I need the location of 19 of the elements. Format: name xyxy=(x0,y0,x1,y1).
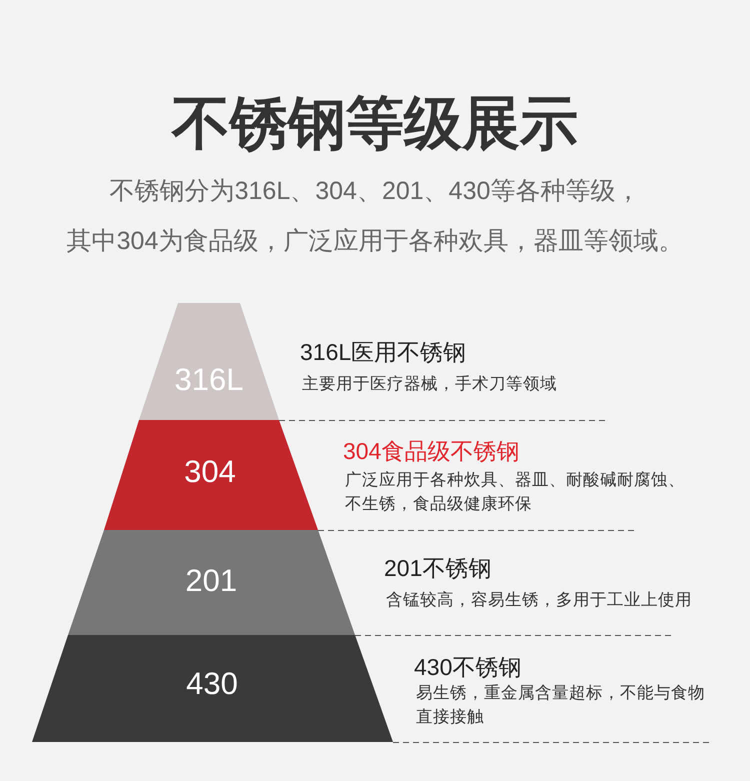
tier-label: 316L xyxy=(174,362,244,398)
tier-label: 430 xyxy=(186,666,238,702)
tier-description: 主要用于医疗器械，手术刀等领域 xyxy=(302,374,557,395)
pyramid-tier xyxy=(104,420,318,530)
tier-description: 广泛应用于各种炊具、器皿、耐酸碱耐腐蚀、不生锈，食品级健康环保 xyxy=(345,470,686,515)
tier-heading: 304食品级不锈钢 xyxy=(343,437,520,465)
pyramid-tier xyxy=(32,635,393,742)
tier-description: 易生锈，重金属含量超标，不能与食物直接接触 xyxy=(416,683,706,728)
pyramid-tier xyxy=(68,530,355,635)
tier-heading: 316L医用不锈钢 xyxy=(300,338,466,366)
tier-label: 304 xyxy=(184,454,236,490)
subtitle-text: 其中304为食品级，广泛应用于各种欢具，器皿等领域。 xyxy=(66,226,684,257)
tier-label: 201 xyxy=(185,563,238,599)
subtitle-text: 不锈钢分为316L、304、201、430等各种等级， xyxy=(110,176,640,207)
pyramid-tier xyxy=(139,303,279,420)
tier-heading: 430不锈钢 xyxy=(414,653,522,681)
tier-description: 含锰较高，容易生锈，多用于工业上使用 xyxy=(386,590,692,611)
tier-heading: 201不锈钢 xyxy=(384,554,492,582)
title: 不锈钢等级展示 xyxy=(170,90,579,158)
